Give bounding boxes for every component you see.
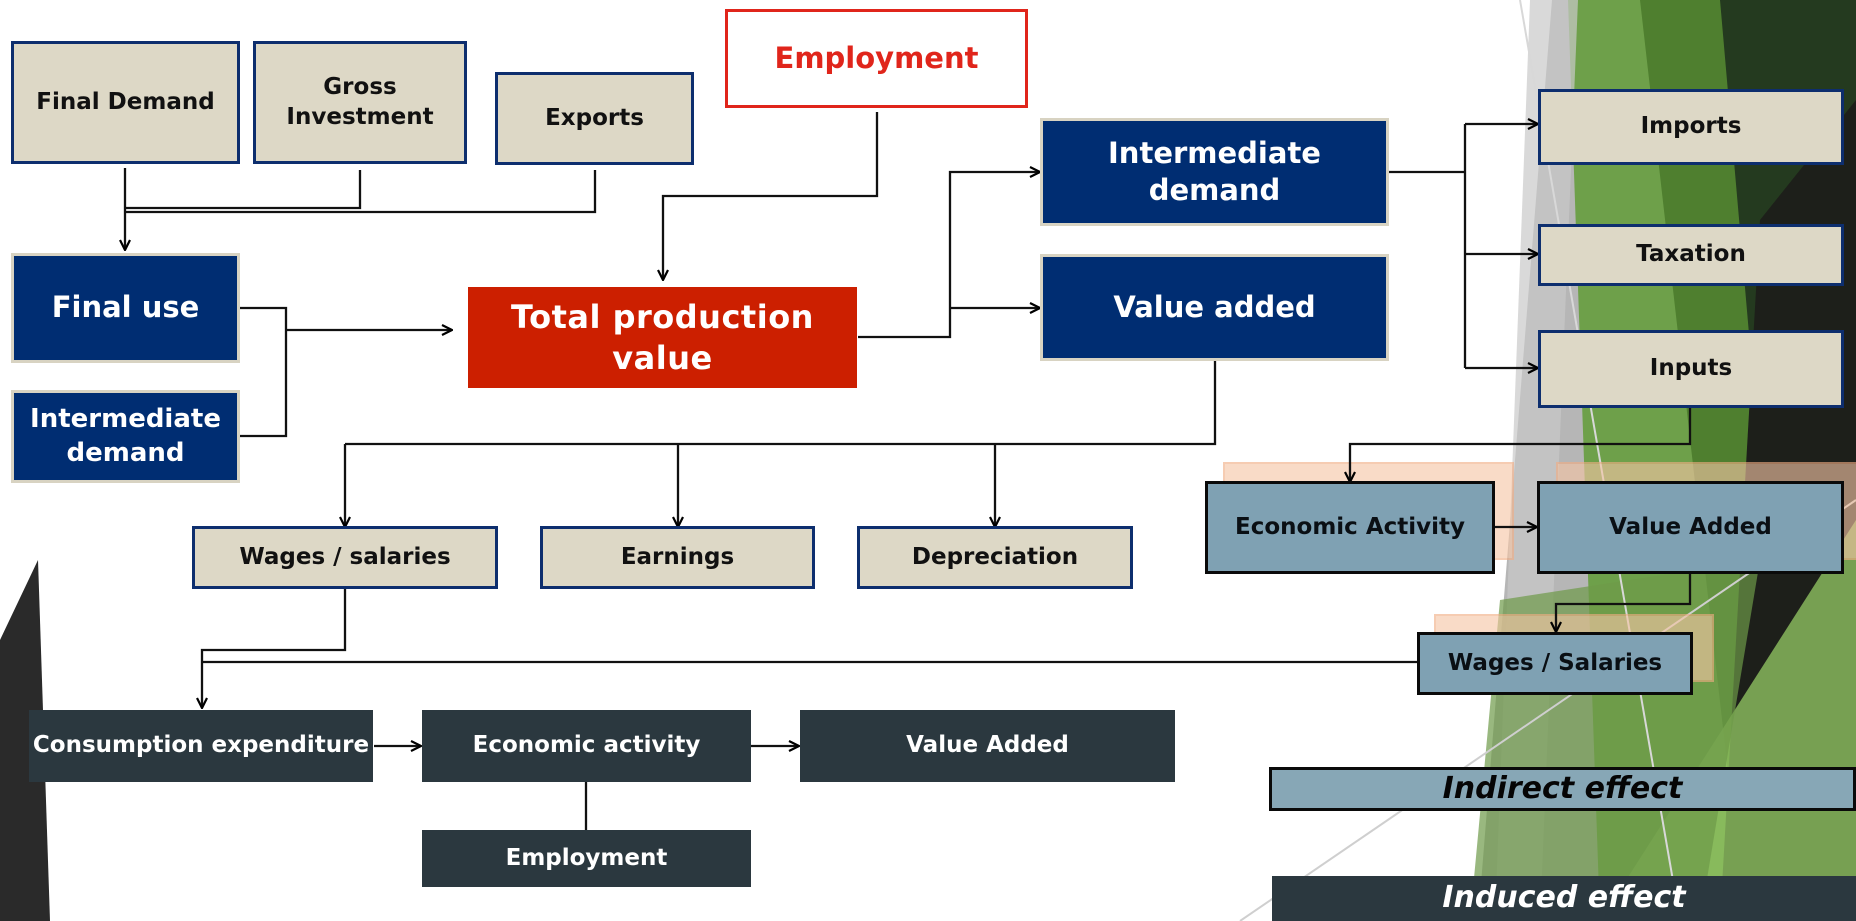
intermediate-demand-right-box: Intermediate demand xyxy=(1040,118,1389,226)
employment-induced-box: Employment xyxy=(422,830,751,887)
final-use-box: Final use xyxy=(11,253,240,363)
depreciation-box: Depreciation xyxy=(857,526,1133,589)
gross-investment-box: Gross Investment xyxy=(253,41,467,164)
consumption-expenditure-box: Consumption expenditure xyxy=(29,710,373,782)
earnings-box: Earnings xyxy=(540,526,815,589)
wages-salaries-box: Wages / salaries xyxy=(192,526,498,589)
value-added-indirect-box: Value Added xyxy=(1537,481,1844,574)
value-added-box: Value added xyxy=(1040,254,1389,361)
intermediate-demand-left-box: Intermediate demand xyxy=(11,390,240,483)
inputs-box: Inputs xyxy=(1538,330,1844,408)
exports-box: Exports xyxy=(495,72,694,165)
wages-salaries-indirect-box: Wages / Salaries xyxy=(1417,632,1693,695)
total-production-value-box: Total production value xyxy=(468,287,857,388)
final-demand-box: Final Demand xyxy=(11,41,240,164)
imports-box: Imports xyxy=(1538,89,1844,165)
value-added-induced-box: Value Added xyxy=(800,710,1175,782)
indirect-effect-label: Indirect effect xyxy=(1269,767,1856,811)
economic-activity-indirect-box: Economic Activity xyxy=(1205,481,1495,574)
employment-box: Employment xyxy=(725,9,1028,108)
economic-activity-induced-box: Economic activity xyxy=(422,710,751,782)
induced-effect-label: Induced effect xyxy=(1272,876,1856,921)
taxation-box: Taxation xyxy=(1538,224,1844,286)
